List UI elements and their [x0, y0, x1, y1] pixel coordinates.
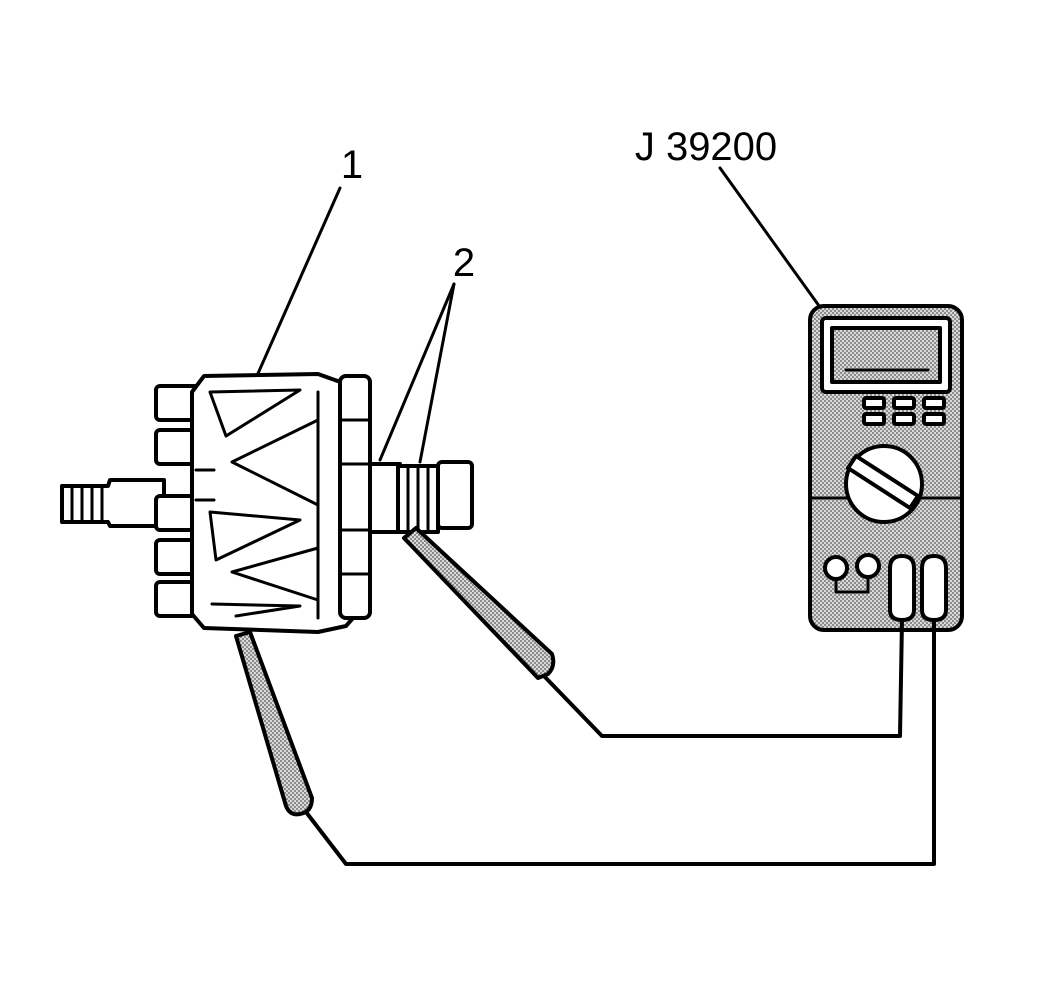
rotor-claw-poles: [194, 388, 320, 620]
leader-slip-ring-b: [418, 282, 456, 464]
rotor-assembly: [60, 372, 474, 634]
leader-meter: [718, 166, 824, 312]
rotor-end-plate: [338, 374, 372, 620]
leader-rotor: [254, 186, 342, 380]
leader-lines: [254, 166, 824, 464]
callout-meter: J 39200: [635, 125, 777, 169]
leader-slip-ring-a: [378, 282, 456, 462]
probe-upper: [402, 526, 556, 680]
multimeter-display-window: [830, 326, 942, 384]
callout-rotor: 1: [341, 143, 363, 187]
test-lead-upper: [402, 526, 904, 738]
multimeter-buttons: [862, 396, 946, 426]
multimeter: [808, 304, 964, 632]
wire-upper: [542, 618, 904, 738]
callout-slip-rings: 2: [453, 241, 475, 285]
test-lead-lower: [234, 618, 936, 866]
rotor-shaft-left: [60, 478, 166, 528]
multimeter-jacks: [823, 553, 948, 622]
multimeter-rotary-dial: [844, 444, 924, 524]
slip-ring-shaft: [368, 460, 474, 534]
probe-lower: [234, 630, 314, 817]
wire-lower: [304, 618, 936, 866]
